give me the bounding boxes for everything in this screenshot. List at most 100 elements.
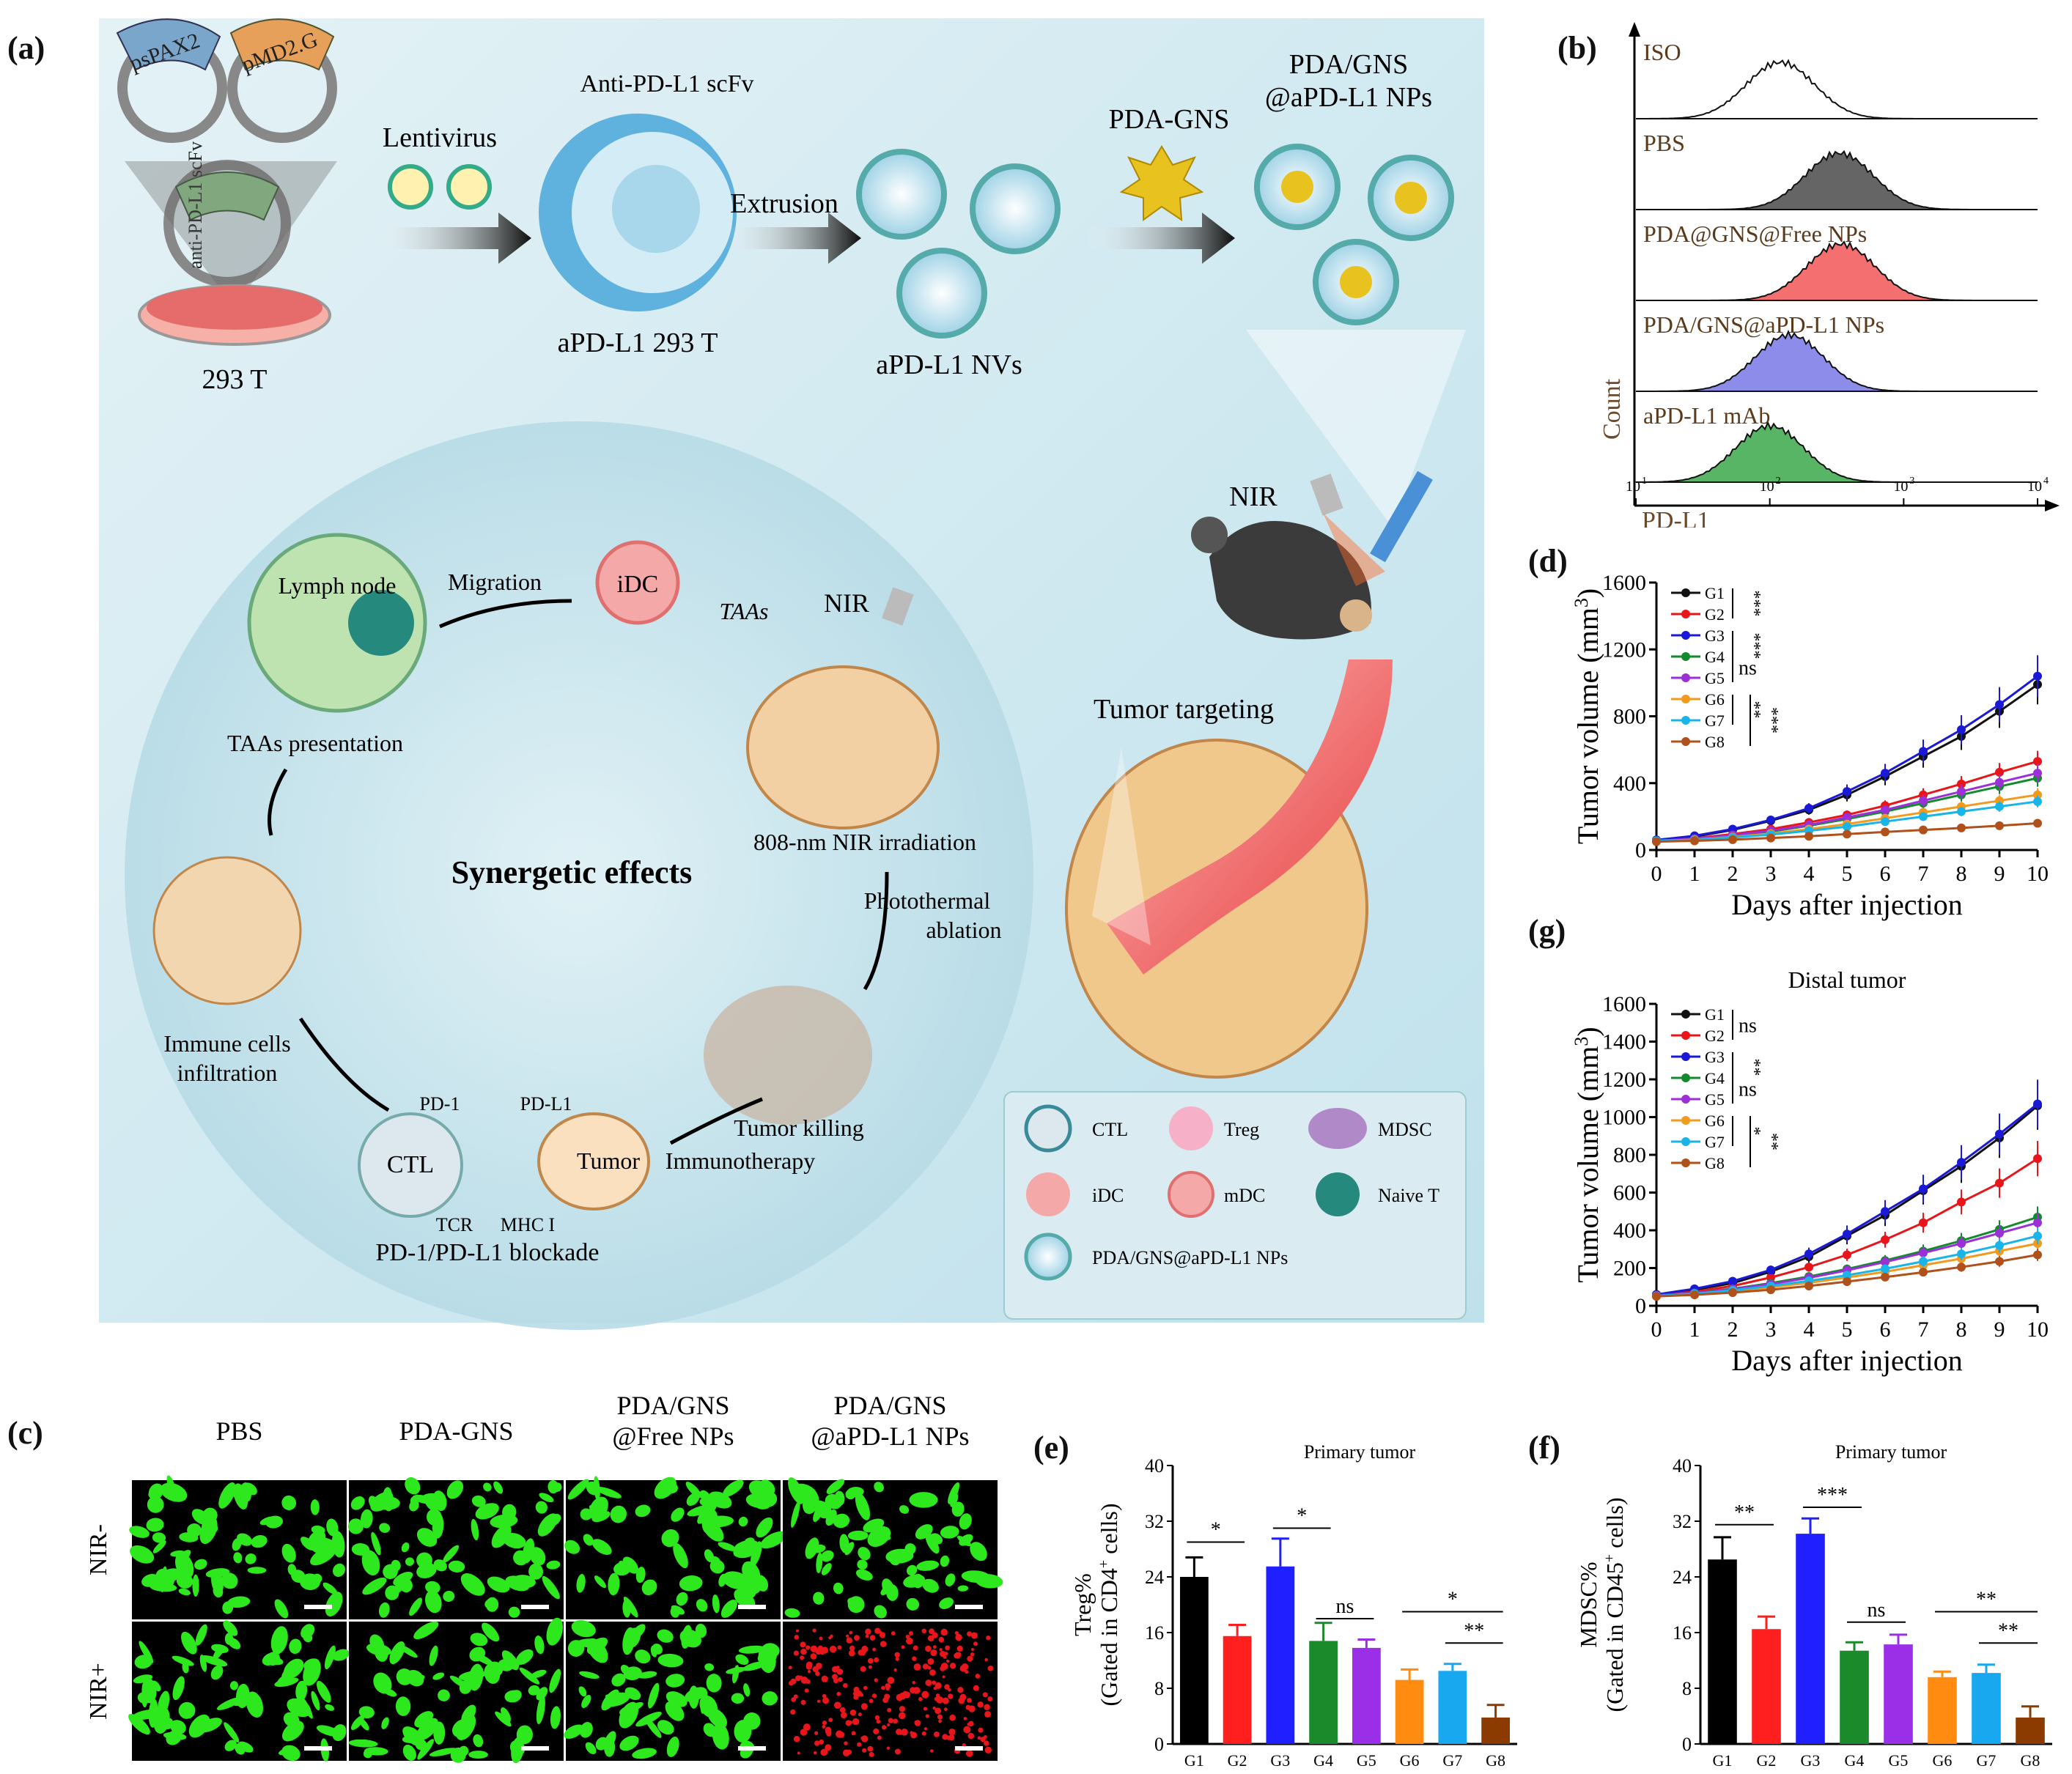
significance-label: ns xyxy=(1868,1599,1886,1622)
live-cell xyxy=(433,1721,446,1745)
dead-cell xyxy=(927,1635,934,1642)
legend-marker xyxy=(1681,695,1690,703)
legend-marker xyxy=(1681,588,1690,597)
live-cell xyxy=(427,1509,442,1526)
live-cell xyxy=(181,1631,197,1655)
dead-cell xyxy=(965,1670,969,1674)
live-cell xyxy=(903,1574,926,1588)
live-cell xyxy=(312,1537,339,1551)
x-tick-label: 7 xyxy=(1918,1317,1929,1342)
live-cell xyxy=(686,1493,700,1507)
dead-cell xyxy=(968,1705,976,1712)
live-cell xyxy=(758,1645,776,1673)
flow-row-label: PBS xyxy=(1643,130,1685,156)
dead-cell xyxy=(963,1717,967,1721)
label-nir-irradiation: 808-nm NIR irradiation xyxy=(753,829,976,855)
flow-tick-exp: 4 xyxy=(2043,476,2049,487)
live-cell xyxy=(750,1541,762,1567)
x-tick-label: G1 xyxy=(1713,1751,1733,1770)
scale-bar xyxy=(521,1746,549,1751)
pdagns-star: PDA-GNS xyxy=(1109,104,1230,221)
live-cell xyxy=(847,1530,869,1541)
micrograph-column-label: @aPD-L1 NPs xyxy=(811,1422,969,1451)
live-cell xyxy=(224,1740,237,1751)
dead-cell xyxy=(921,1731,926,1736)
live-cell xyxy=(839,1534,849,1553)
x-tick-label: 2 xyxy=(1728,1317,1739,1342)
data-point-G8 xyxy=(1919,1268,1928,1277)
live-cell xyxy=(803,1491,819,1515)
dead-cell xyxy=(800,1729,808,1736)
dead-cell xyxy=(932,1706,936,1710)
live-cell xyxy=(734,1589,756,1610)
legend-nps: PDA/GNS@aPD-L1 NPs xyxy=(1092,1247,1288,1268)
live-cell xyxy=(417,1739,435,1760)
live-cell xyxy=(665,1701,685,1721)
dead-cell xyxy=(984,1657,988,1662)
live-cell xyxy=(589,1496,608,1520)
legend-marker xyxy=(1681,1116,1690,1125)
x-tick-label: 8 xyxy=(1956,862,1967,886)
live-cell xyxy=(631,1624,646,1639)
live-cell xyxy=(210,1665,224,1680)
x-tick-label: 5 xyxy=(1842,862,1853,886)
live-cell xyxy=(638,1671,657,1679)
label-antibody: Anti-PD-L1 scFv xyxy=(580,70,753,97)
live-cell xyxy=(199,1655,207,1672)
live-cell xyxy=(833,1513,850,1529)
live-cell xyxy=(523,1538,535,1564)
live-cell xyxy=(218,1482,236,1509)
dead-cell xyxy=(936,1696,944,1704)
live-cell xyxy=(289,1638,302,1654)
live-cell xyxy=(519,1667,540,1685)
nps-group: PDA/GNS @aPD-L1 NPs xyxy=(1246,49,1466,528)
live-cell xyxy=(878,1526,891,1540)
dead-cell xyxy=(814,1740,820,1746)
dead-cell xyxy=(934,1731,940,1737)
live-cell xyxy=(915,1524,933,1540)
flow-histogram-1 xyxy=(1636,59,2038,119)
label-nps-1: PDA/GNS xyxy=(1289,49,1409,80)
arrow-1 xyxy=(374,212,531,264)
data-point-G3 xyxy=(1843,787,1851,797)
data-point-G8 xyxy=(1919,825,1928,835)
data-point-G5 xyxy=(1919,1248,1928,1257)
dead-cell xyxy=(800,1655,805,1660)
live-cell xyxy=(406,1669,424,1687)
data-point-G8 xyxy=(1995,821,2004,830)
live-cell xyxy=(405,1477,421,1495)
data-point-G3 xyxy=(1957,725,1966,734)
dead-cell xyxy=(868,1665,872,1669)
dead-cell xyxy=(874,1627,881,1634)
dead-cell xyxy=(860,1736,865,1740)
live-cell xyxy=(446,1480,464,1499)
live-cell xyxy=(172,1655,194,1666)
live-cell xyxy=(139,1641,154,1663)
legend-ctl: CTL xyxy=(1092,1119,1128,1140)
dead-cell xyxy=(899,1706,906,1712)
significance-label: *** xyxy=(1817,1484,1848,1507)
y-tick-label: 1600 xyxy=(1602,992,1646,1016)
dead-cell xyxy=(912,1656,917,1661)
live-cell xyxy=(821,1550,834,1562)
live-cell xyxy=(402,1744,416,1761)
dead-cell xyxy=(822,1724,826,1729)
live-cell xyxy=(395,1696,411,1716)
live-cell xyxy=(641,1579,657,1596)
y-tick-label: 8 xyxy=(1682,1678,1692,1699)
live-cell xyxy=(284,1658,304,1679)
live-cell xyxy=(281,1721,304,1742)
bar-G2 xyxy=(1223,1636,1252,1744)
apd-cell: Anti-PD-L1 scFv aPD-L1 293 T xyxy=(539,70,754,358)
live-cell xyxy=(485,1597,499,1612)
data-point-G8 xyxy=(1690,1290,1699,1300)
live-cell xyxy=(473,1734,484,1748)
flow-tick-base: 10 xyxy=(1626,478,1640,495)
live-cell xyxy=(899,1505,910,1514)
dead-cell xyxy=(967,1732,975,1740)
significance-label: ** xyxy=(1464,1619,1484,1642)
data-point-G8 xyxy=(1804,832,1813,841)
label-pdagns: PDA-GNS xyxy=(1109,104,1230,135)
dead-cell xyxy=(954,1630,959,1636)
dead-cell xyxy=(865,1634,869,1638)
